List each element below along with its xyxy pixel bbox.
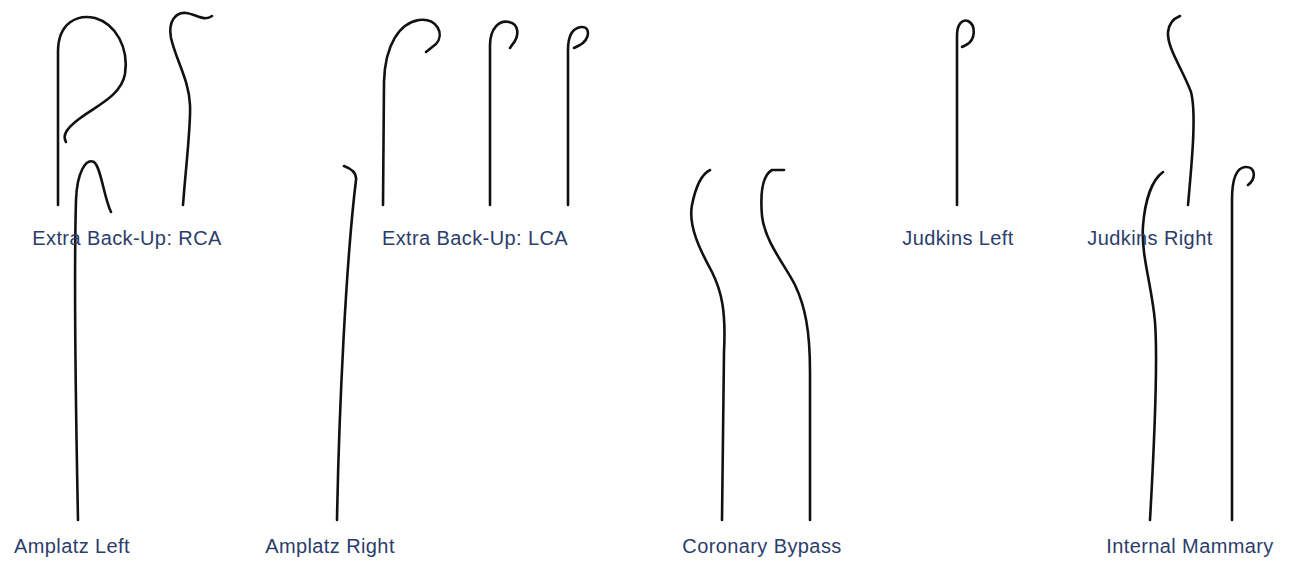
catheter-name: Judkins Left [902,226,1014,250]
catheter-curve [170,13,212,205]
catheter-curve [957,21,974,205]
catheter-name: Amplatz Right [265,534,395,558]
catheter-curve [337,166,356,520]
catheter-name: Internal Mammary [1106,534,1274,558]
catheter-curve [490,22,517,205]
catheter-curve [568,27,588,205]
catheter-name: Judkins Right [1087,226,1212,250]
catheter-curve [691,170,724,520]
catheter-curve [1232,167,1254,520]
catheter-name: Amplatz Left [14,534,130,558]
catheter-name: Extra Back-Up: RCA [32,226,221,250]
catheter-curve [75,161,111,520]
catheter-curve [1143,172,1163,520]
catheter-curve [761,170,810,520]
catheter-curve [58,17,126,205]
catheter-curve [383,20,440,205]
catheter-name: Coronary Bypass [682,534,841,558]
catheter-curve [1168,16,1194,205]
catheter-name: Extra Back-Up: LCA [382,226,568,250]
